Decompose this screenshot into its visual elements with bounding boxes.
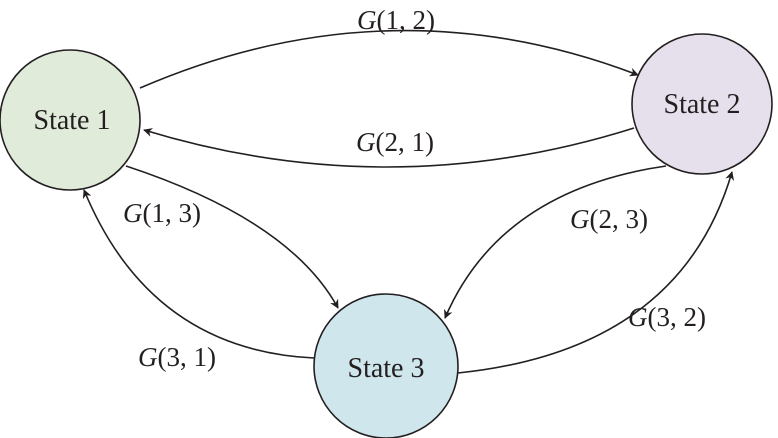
node-label: State 2 (664, 89, 741, 120)
func-name: G (570, 204, 590, 234)
func-name: G (628, 302, 648, 332)
edge-2-3 (444, 165, 667, 319)
func-args: (2, 3) (590, 204, 648, 234)
func-args: (2, 1) (376, 127, 434, 157)
edge-label-2-1: G(2, 1) (356, 127, 434, 157)
edge-2-1 (143, 127, 635, 168)
node-label: State 3 (348, 353, 425, 384)
node-circle (313, 293, 459, 438)
edge-3-2 (457, 171, 735, 374)
func-args: (3, 2) (648, 302, 706, 332)
node-state-2: State 2 (631, 33, 773, 175)
func-args: (1, 3) (143, 198, 201, 228)
edge-label-1-3: G(1, 3) (123, 198, 201, 228)
edge-1-3 (125, 165, 339, 309)
node-state-1: State 1 (0, 49, 141, 191)
edge-3-1 (82, 189, 315, 359)
func-name: G (357, 5, 377, 35)
func-args: (1, 2) (377, 5, 435, 35)
func-name: G (138, 342, 158, 372)
edge-label-1-2: G(1, 2) (357, 5, 435, 35)
edge-label-3-1: G(3, 1) (138, 342, 216, 372)
edge-label-3-2: G(3, 2) (628, 302, 706, 332)
node-label: State 1 (34, 105, 111, 136)
node-circle (0, 49, 141, 191)
node-circle (631, 33, 773, 175)
func-name: G (123, 198, 143, 228)
edge-label-2-3: G(2, 3) (570, 204, 648, 234)
func-name: G (356, 127, 376, 157)
edge-1-2 (139, 29, 639, 89)
func-args: (3, 1) (158, 342, 216, 372)
node-state-3: State 3 (313, 293, 459, 438)
